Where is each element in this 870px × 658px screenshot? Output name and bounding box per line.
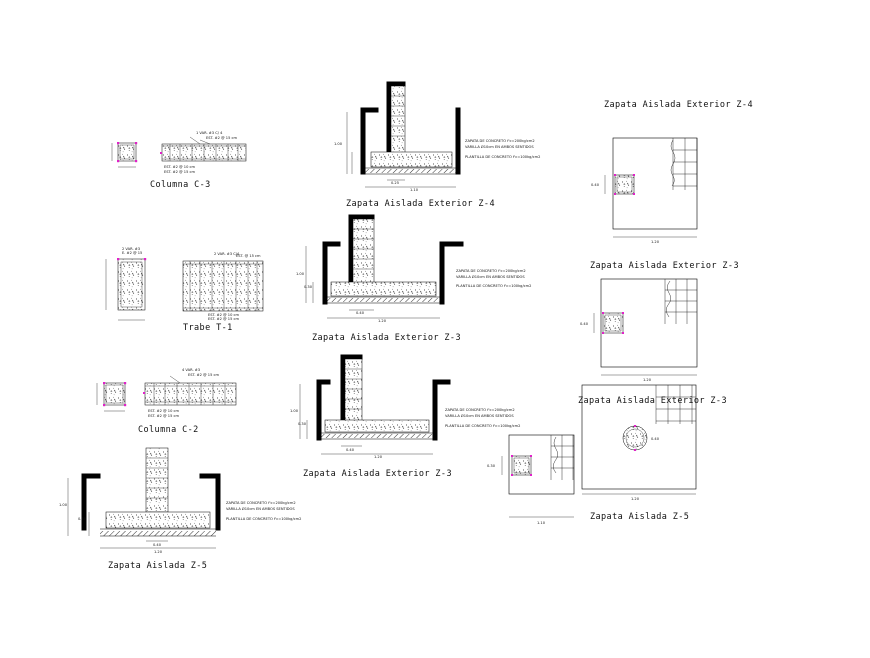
dim-label: 0.30: [487, 464, 496, 468]
footing-ext-z3-section-a: 1.00 0.30 0.40 1.20 ZAPATA DE CONCRETO f…: [296, 214, 531, 343]
title-zap-ext-z4-sec: Zapata Aislada Exterior Z-4: [346, 199, 495, 209]
dim-label: 1.20: [631, 497, 640, 501]
title-zap-ext-z3-plan-b: Zapata Aislada Exterior Z-3: [578, 396, 727, 406]
svg-text:EST. #2 @ 15 cm: EST. #2 @ 15 cm: [164, 170, 195, 174]
dim-label: 1.20: [154, 550, 163, 554]
note-label: PLANTILLA DE CONCRETO f'c=100kg/cm2: [445, 424, 520, 428]
note-label: ZAPATA DE CONCRETO f'c=200kg/cm2: [465, 139, 535, 143]
note-label: ZAPATA DE CONCRETO f'c=200kg/cm2: [456, 269, 526, 273]
title-zap-z5: Zapata Aislada Z-5: [108, 561, 207, 571]
dim-label: 0.40: [356, 311, 365, 315]
note-label: PLANTILLA DE CONCRETO f'c=100kg/cm2: [226, 517, 301, 521]
title-zap-ext-z4-plan: Zapata Aislada Exterior Z-4: [604, 100, 753, 110]
dim-label: 1.10: [537, 521, 546, 525]
footing-ext-z3-section-b: 1.00 0.30 0.40 1.20 ZAPATA DE CONCRETO f…: [290, 354, 520, 479]
title-zap-z5-plan: Zapata Aislada Z-5: [590, 512, 689, 522]
dim-label: 1.00: [296, 272, 305, 276]
dim-label: 1.00: [290, 409, 299, 413]
dim-label: 1.00: [334, 142, 343, 146]
note-label: VARILLA Ø10cm EN AMBOS SENTIDOS: [456, 274, 525, 279]
note-label: VARILLA Ø10cm EN AMBOS SENTIDOS: [465, 144, 534, 149]
svg-text:EST. #2 @ 15 cm: EST. #2 @ 15 cm: [208, 317, 239, 321]
title-col-c2: Columna C-2: [138, 425, 199, 435]
dim-label: 0.40: [580, 322, 589, 326]
dim-label: 0.40: [153, 543, 162, 547]
dim-label: 0.30: [298, 422, 307, 426]
dim-label: 1.00: [59, 503, 68, 507]
title-zap-ext-z3-sec-a: Zapata Aislada Exterior Z-3: [312, 333, 461, 343]
svg-text:4 VAR. #3: 4 VAR. #3: [182, 368, 200, 372]
column-c2-detail: 4 VAR. #3 EST. #2 @ 15 cm EST. #2 @ 10 c…: [96, 368, 237, 435]
svg-text:EST. #2 @ 10 cm: EST. #2 @ 10 cm: [208, 313, 239, 317]
dim-label: 0.40: [651, 437, 660, 441]
svg-text:EST. #2 @ 15 cm: EST. #2 @ 15 cm: [188, 373, 219, 377]
svg-text:EST. #2 @ 15 cm: EST. #2 @ 15 cm: [206, 136, 237, 140]
title-zap-ext-z3-plan-a: Zapata Aislada Exterior Z-3: [590, 261, 739, 271]
svg-text:2 VAR. #3: 2 VAR. #3: [122, 247, 140, 251]
title-zap-ext-z3-sec-b: Zapata Aislada Exterior Z-3: [303, 469, 452, 479]
footing-ext-z3-plan-a: Zapata Aislada Exterior Z-3 0.40 1.20: [580, 261, 739, 382]
svg-text:1 VAR. #3 C/ 4: 1 VAR. #3 C/ 4: [196, 131, 223, 135]
svg-text:2 VAR. #3 C/4: 2 VAR. #3 C/4: [214, 252, 240, 256]
dim-label: 0.25: [391, 181, 399, 185]
svg-text:E. #2 @ 15: E. #2 @ 15: [122, 251, 142, 255]
title-trabe-t1: Trabe T-1: [183, 323, 233, 333]
dim-label: 1.20: [643, 378, 652, 382]
dim-label: 1.10: [410, 188, 419, 192]
dim-label: 0.30: [78, 517, 87, 521]
title-col-c3: Columna C-3: [150, 180, 211, 190]
note-label: PLANTILLA DE CONCRETO f'c=100kg/cm2: [465, 155, 540, 159]
note-label: PLANTILLA DE CONCRETO f'c=100kg/cm2: [456, 284, 531, 288]
dim-label: 1.20: [651, 240, 660, 244]
footing-ext-z4-section: 1.00 0.25 1.10 ZAPATA DE CONCRETO f'c=20…: [334, 81, 540, 209]
svg-text:EST. #2 @ 10 cm: EST. #2 @ 10 cm: [164, 165, 195, 169]
dim-label: 0.40: [591, 183, 600, 187]
note-label: ZAPATA DE CONCRETO f'c=200kg/cm2: [445, 408, 515, 412]
note-label: VARILLA Ø10cm EN AMBOS SENTIDOS: [445, 413, 514, 418]
dim-label: 0.40: [346, 448, 355, 452]
footing-z5-section: 1.00 0.30 0.40 1.20 ZAPATA DE CONCRETO f…: [59, 447, 301, 571]
footing-z5-plan: 0.40 1.20 Zapata Aislada Exterior Z-3 0.…: [487, 384, 727, 525]
beam-t1-detail: 2 VAR. #3 E. #2 @ 15 2 VAR. #3 C/4 EST. …: [105, 247, 264, 333]
note-label: ZAPATA DE CONCRETO f'c=200kg/cm2: [226, 501, 296, 505]
dim-label: 1.20: [378, 319, 387, 323]
svg-text:EST. @ 15 cm: EST. @ 15 cm: [236, 254, 261, 258]
column-c3-detail: 1 VAR. #3 C/ 4 EST. #2 @ 15 cm EST. #2 @…: [111, 131, 247, 190]
dim-label: 1.20: [374, 455, 383, 459]
footing-ext-z4-plan: Zapata Aislada Exterior Z-4 0.40 1.20: [591, 100, 753, 244]
note-label: VARILLA Ø10cm EN AMBOS SENTIDOS: [226, 506, 295, 511]
svg-text:EST. #2 @ 10 cm: EST. #2 @ 10 cm: [148, 409, 179, 413]
dim-label: 0.30: [304, 285, 313, 289]
svg-text:EST. #2 @ 15 cm: EST. #2 @ 15 cm: [148, 414, 179, 418]
